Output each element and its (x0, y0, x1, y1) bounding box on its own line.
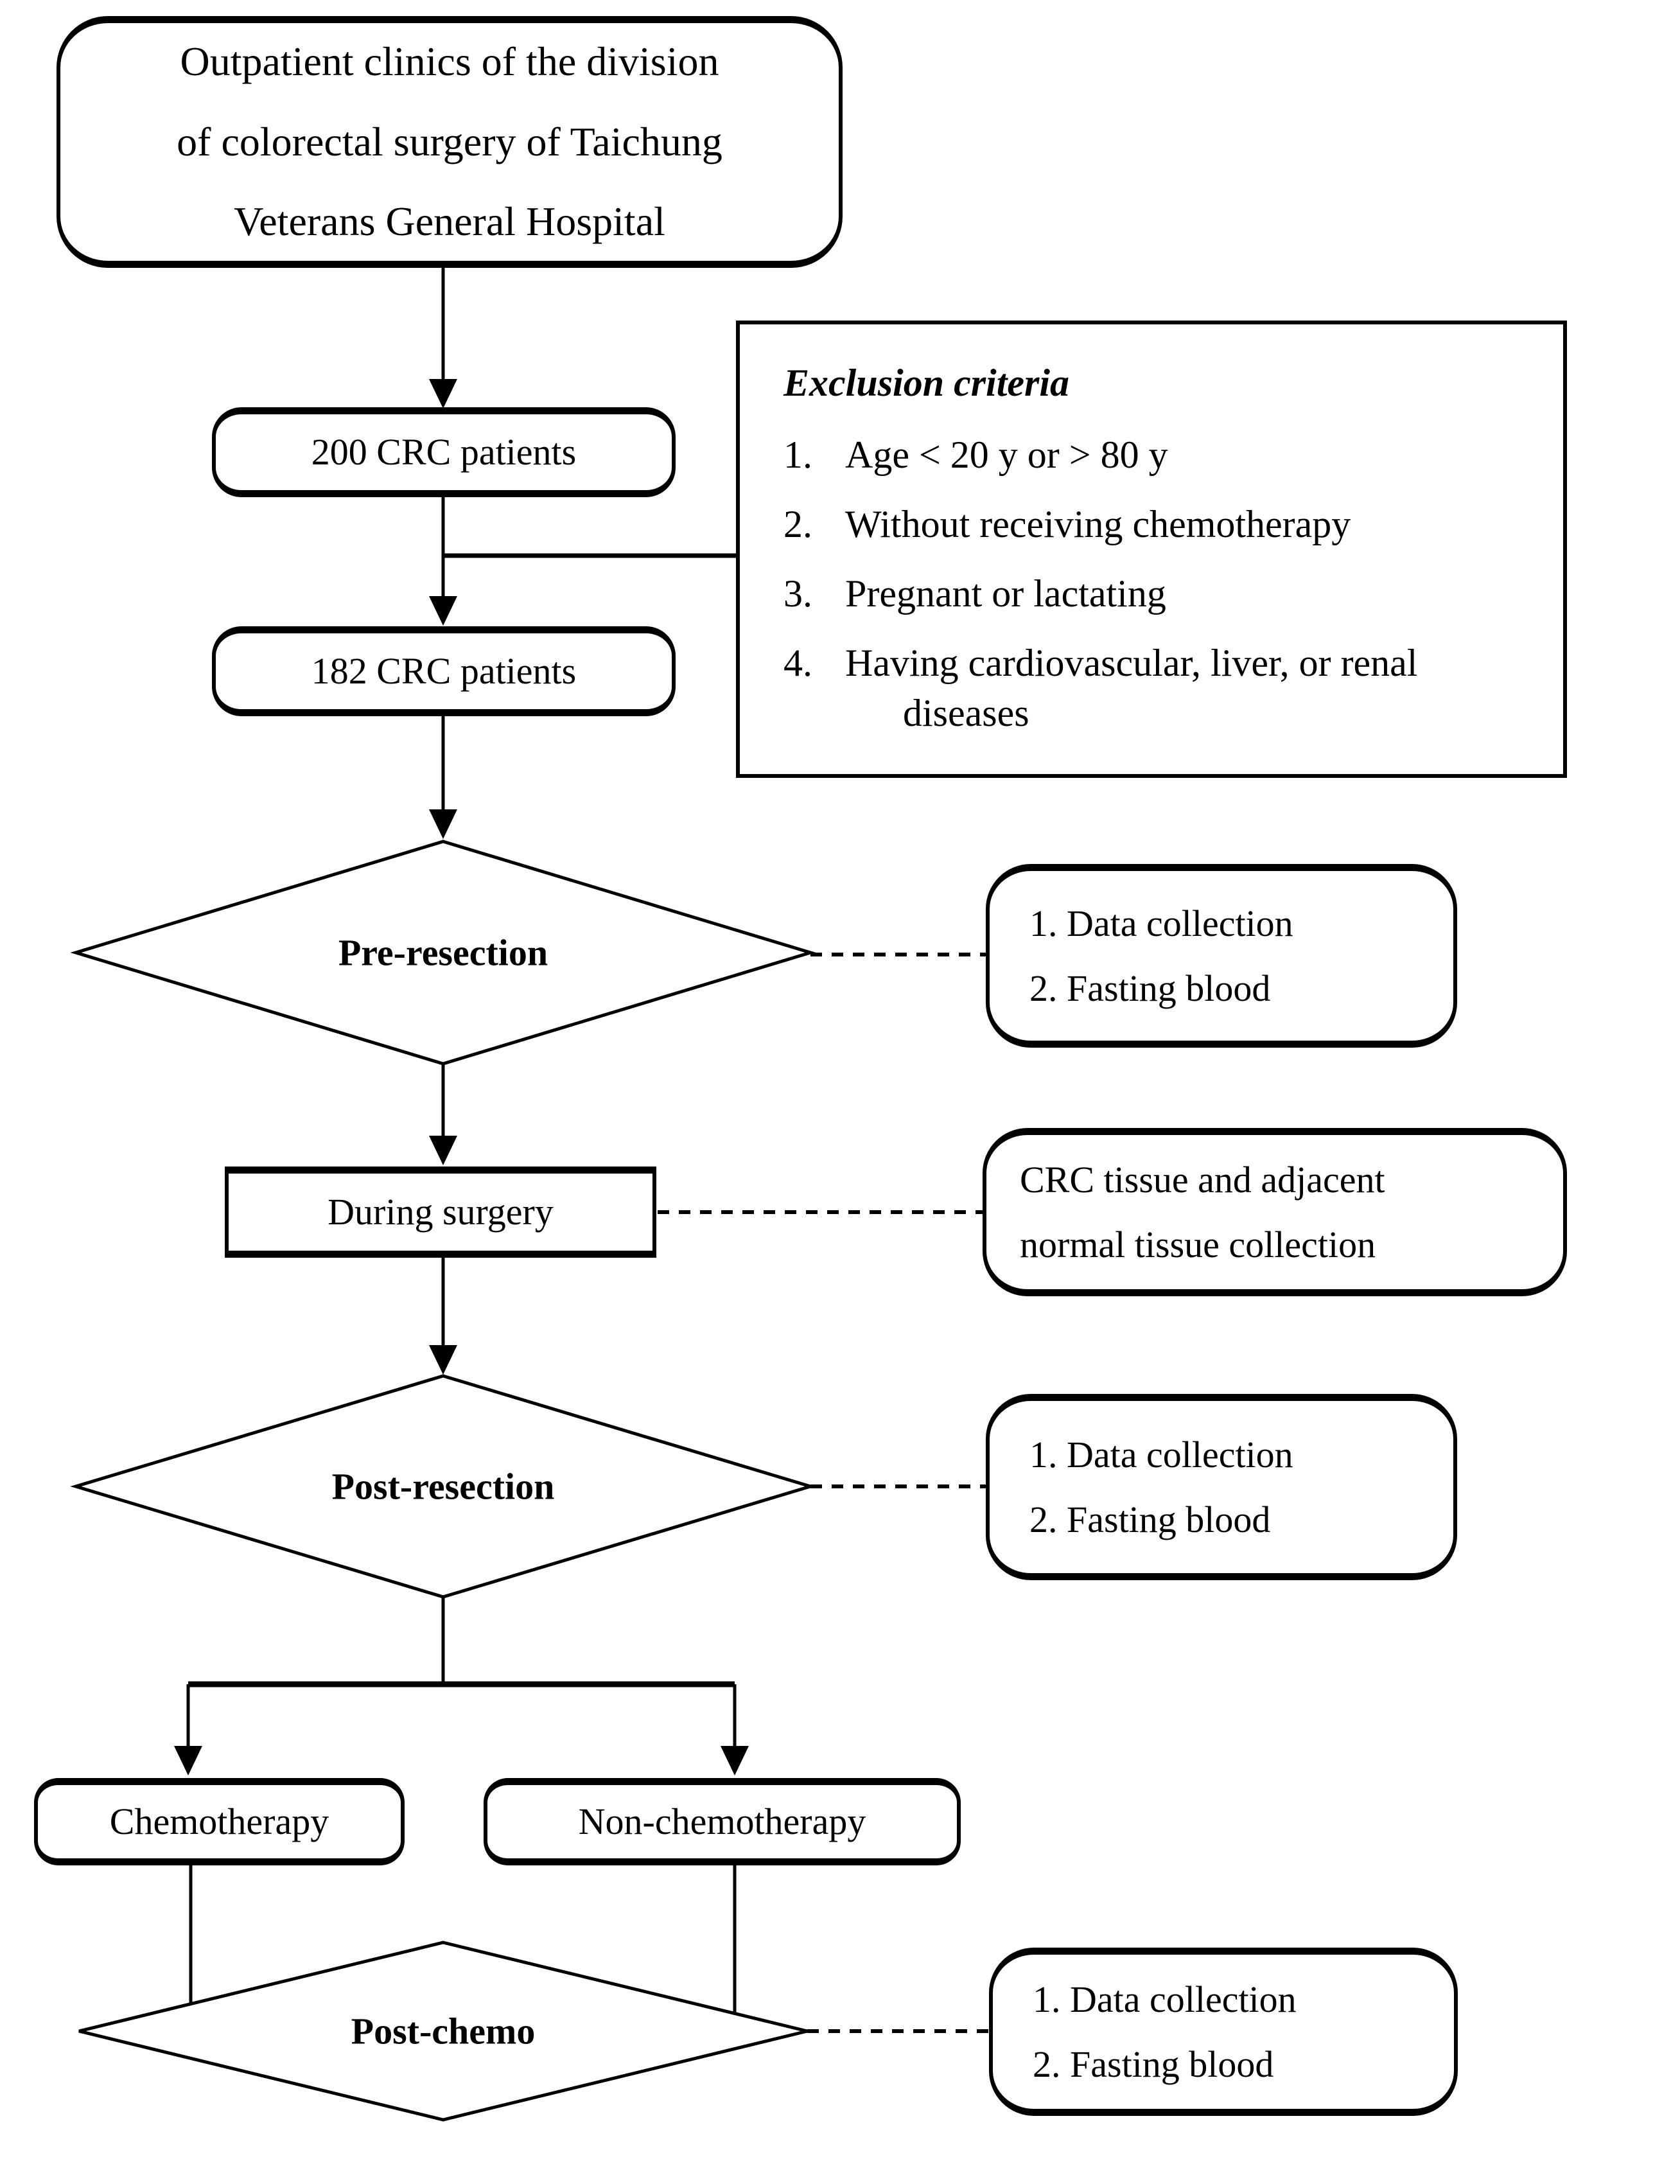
note-line: 1. Data collection (1029, 1433, 1293, 1475)
arrow-surgery-to-post-resection (429, 1258, 457, 1375)
node-during-surgery-label: During surgery (328, 1190, 554, 1233)
exclusion-criteria-box: Exclusion criteria 1. Age < 20 y or > 80 … (736, 321, 1567, 778)
exclusion-criteria-title: Exclusion criteria (783, 362, 1070, 404)
node-during-surgery: During surgery (225, 1167, 656, 1258)
node-non-chemotherapy-label: Non-chemotherapy (578, 1800, 866, 1842)
pre-resection-label: Pre-resection (338, 931, 548, 974)
note-line: 1. Data collection (1029, 902, 1293, 944)
arrow-top-to-200 (429, 268, 457, 409)
exclusion-item: 1. Age < 20 y or > 80 y (783, 430, 1525, 480)
note-line: 2. Fasting blood (1033, 2043, 1274, 2085)
exclusion-item: 2. Without receiving chemotherapy (783, 499, 1525, 549)
exclusion-item: 3. Pregnant or lactating (783, 568, 1525, 619)
exclusion-item-number: 3. (783, 572, 812, 615)
node-outpatient-clinics: Outpatient clinics of the division of co… (57, 16, 843, 268)
arrow-182-to-pre-resection (429, 716, 457, 839)
note-line: 2. Fasting blood (1029, 1499, 1271, 1540)
exclusion-item-text: Having cardiovascular, liver, or renal d… (845, 642, 1418, 734)
node-non-chemotherapy: Non-chemotherapy (484, 1778, 961, 1865)
note-line: 2. Fasting blood (1029, 967, 1271, 1009)
note-line: 1. Data collection (1033, 1978, 1297, 2020)
node-outpatient-clinics-label: Outpatient clinics of the division of co… (177, 38, 722, 245)
node-182-crc-patients-label: 182 CRC patients (311, 649, 577, 692)
exclusion-item-text: Pregnant or lactating (845, 572, 1166, 615)
post-chemo-label: Post-chemo (351, 2010, 536, 2052)
node-200-crc-patients: 200 CRC patients (212, 407, 676, 497)
exclusion-item-number: 4. (783, 642, 812, 684)
post-chemo-diamond (78, 1941, 808, 2122)
note-during-surgery: CRC tissue and adjacent normal tissue co… (983, 1128, 1567, 1296)
note-post-chemo: 1. Data collection 2. Fasting blood (989, 1948, 1458, 2116)
note-line: normal tissue collection (1020, 1224, 1376, 1265)
note-post-resection: 1. Data collection 2. Fasting blood (986, 1394, 1457, 1580)
post-resection-label: Post-resection (331, 1465, 555, 1508)
exclusion-item-text: Age < 20 y or > 80 y (845, 434, 1168, 476)
note-pre-resection: 1. Data collection 2. Fasting blood (986, 864, 1457, 1048)
node-200-crc-patients-label: 200 CRC patients (311, 430, 577, 473)
arrow-pre-resection-to-surgery (429, 1064, 457, 1165)
exclusion-item-text: Without receiving chemotherapy (845, 503, 1351, 545)
exclusion-item-number: 1. (783, 434, 812, 476)
arrow-200-to-182 (429, 497, 457, 626)
exclusion-item-number: 2. (783, 503, 812, 545)
exclusion-item: 4. Having cardiovascular, liver, or renal… (783, 638, 1525, 738)
node-chemotherapy-label: Chemotherapy (109, 1800, 329, 1842)
note-line: CRC tissue and adjacent (1020, 1158, 1385, 1201)
node-182-crc-patients: 182 CRC patients (212, 626, 676, 716)
branch-post-resection (174, 1597, 749, 1775)
node-chemotherapy: Chemotherapy (34, 1778, 405, 1865)
